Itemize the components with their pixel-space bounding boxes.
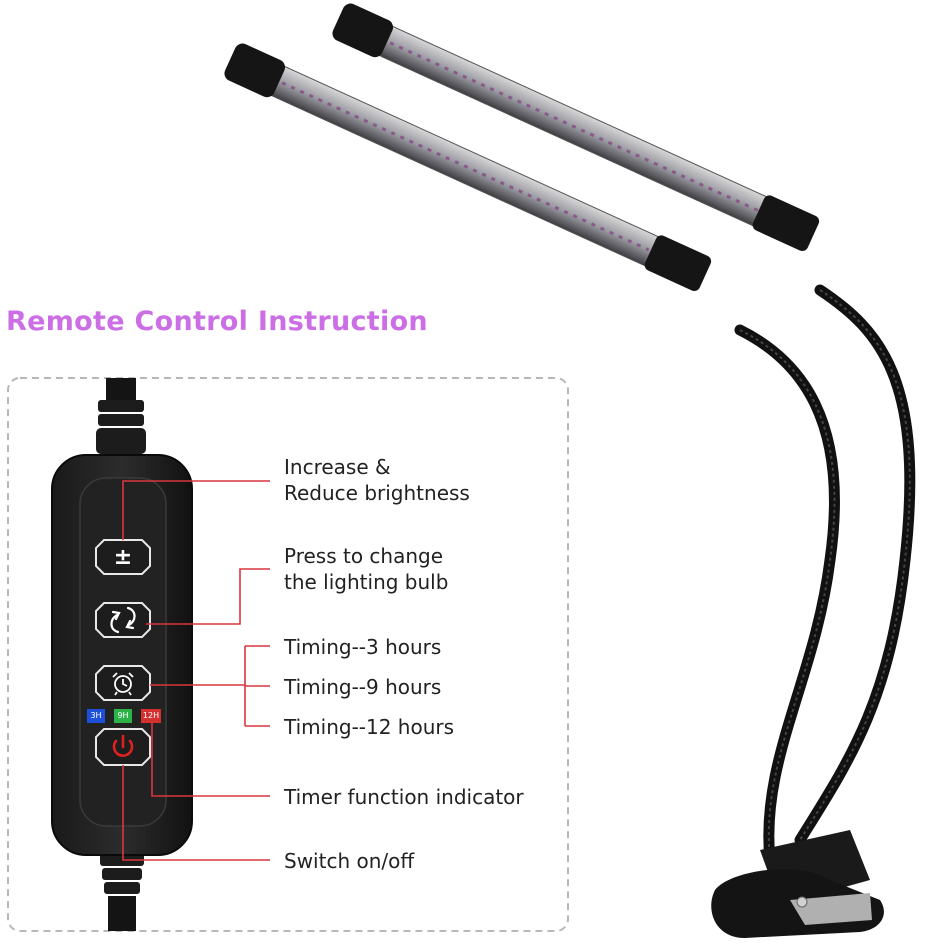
timer-button[interactable] bbox=[96, 666, 150, 700]
plus-minus-icon: ± bbox=[113, 544, 133, 570]
label-brightness: Increase & Reduce brightness bbox=[284, 454, 470, 506]
alarm-clock-icon bbox=[112, 672, 134, 696]
label-timing-9: Timing--9 hours bbox=[284, 675, 442, 699]
remote-panel-border bbox=[7, 377, 569, 932]
label-indicator: Timer function indicator bbox=[284, 785, 524, 809]
label-timing-3: Timing--3 hours bbox=[284, 635, 442, 659]
label-timing-12: Timing--12 hours bbox=[284, 715, 455, 739]
swap-arrows-icon bbox=[110, 606, 136, 634]
callout-bulb bbox=[146, 568, 270, 625]
indicator-9h: 9H bbox=[114, 709, 132, 723]
gooseneck-right bbox=[794, 284, 916, 846]
label-bulb-line1: Press to change bbox=[284, 544, 444, 568]
power-icon bbox=[112, 734, 134, 757]
grow-lamp bbox=[224, 3, 916, 938]
callout-indicator bbox=[151, 722, 270, 797]
callout-lines bbox=[122, 480, 270, 861]
label-bulb-line2: the lighting bulb bbox=[284, 570, 449, 594]
label-bulb: Press to change the lighting bulb bbox=[284, 543, 448, 595]
label-brightness-line1: Increase & bbox=[284, 455, 391, 479]
brightness-button[interactable]: ± bbox=[96, 540, 150, 574]
power-button[interactable] bbox=[96, 729, 150, 765]
callout-brightness bbox=[122, 480, 270, 540]
page-title: Remote Control Instruction bbox=[6, 306, 428, 337]
label-brightness-line2: Reduce brightness bbox=[284, 481, 470, 505]
light-tube-lower bbox=[224, 43, 712, 291]
callout-switch bbox=[122, 765, 270, 861]
indicator-12h: 12H bbox=[141, 709, 161, 723]
remote-controller bbox=[51, 378, 193, 931]
indicator-3h: 3H bbox=[87, 709, 105, 723]
gooseneck-left bbox=[734, 324, 840, 866]
bulb-switch-button[interactable] bbox=[96, 603, 150, 637]
light-tube-upper bbox=[332, 3, 820, 251]
clamp-clip bbox=[711, 830, 884, 938]
label-switch: Switch on/off bbox=[284, 849, 415, 873]
